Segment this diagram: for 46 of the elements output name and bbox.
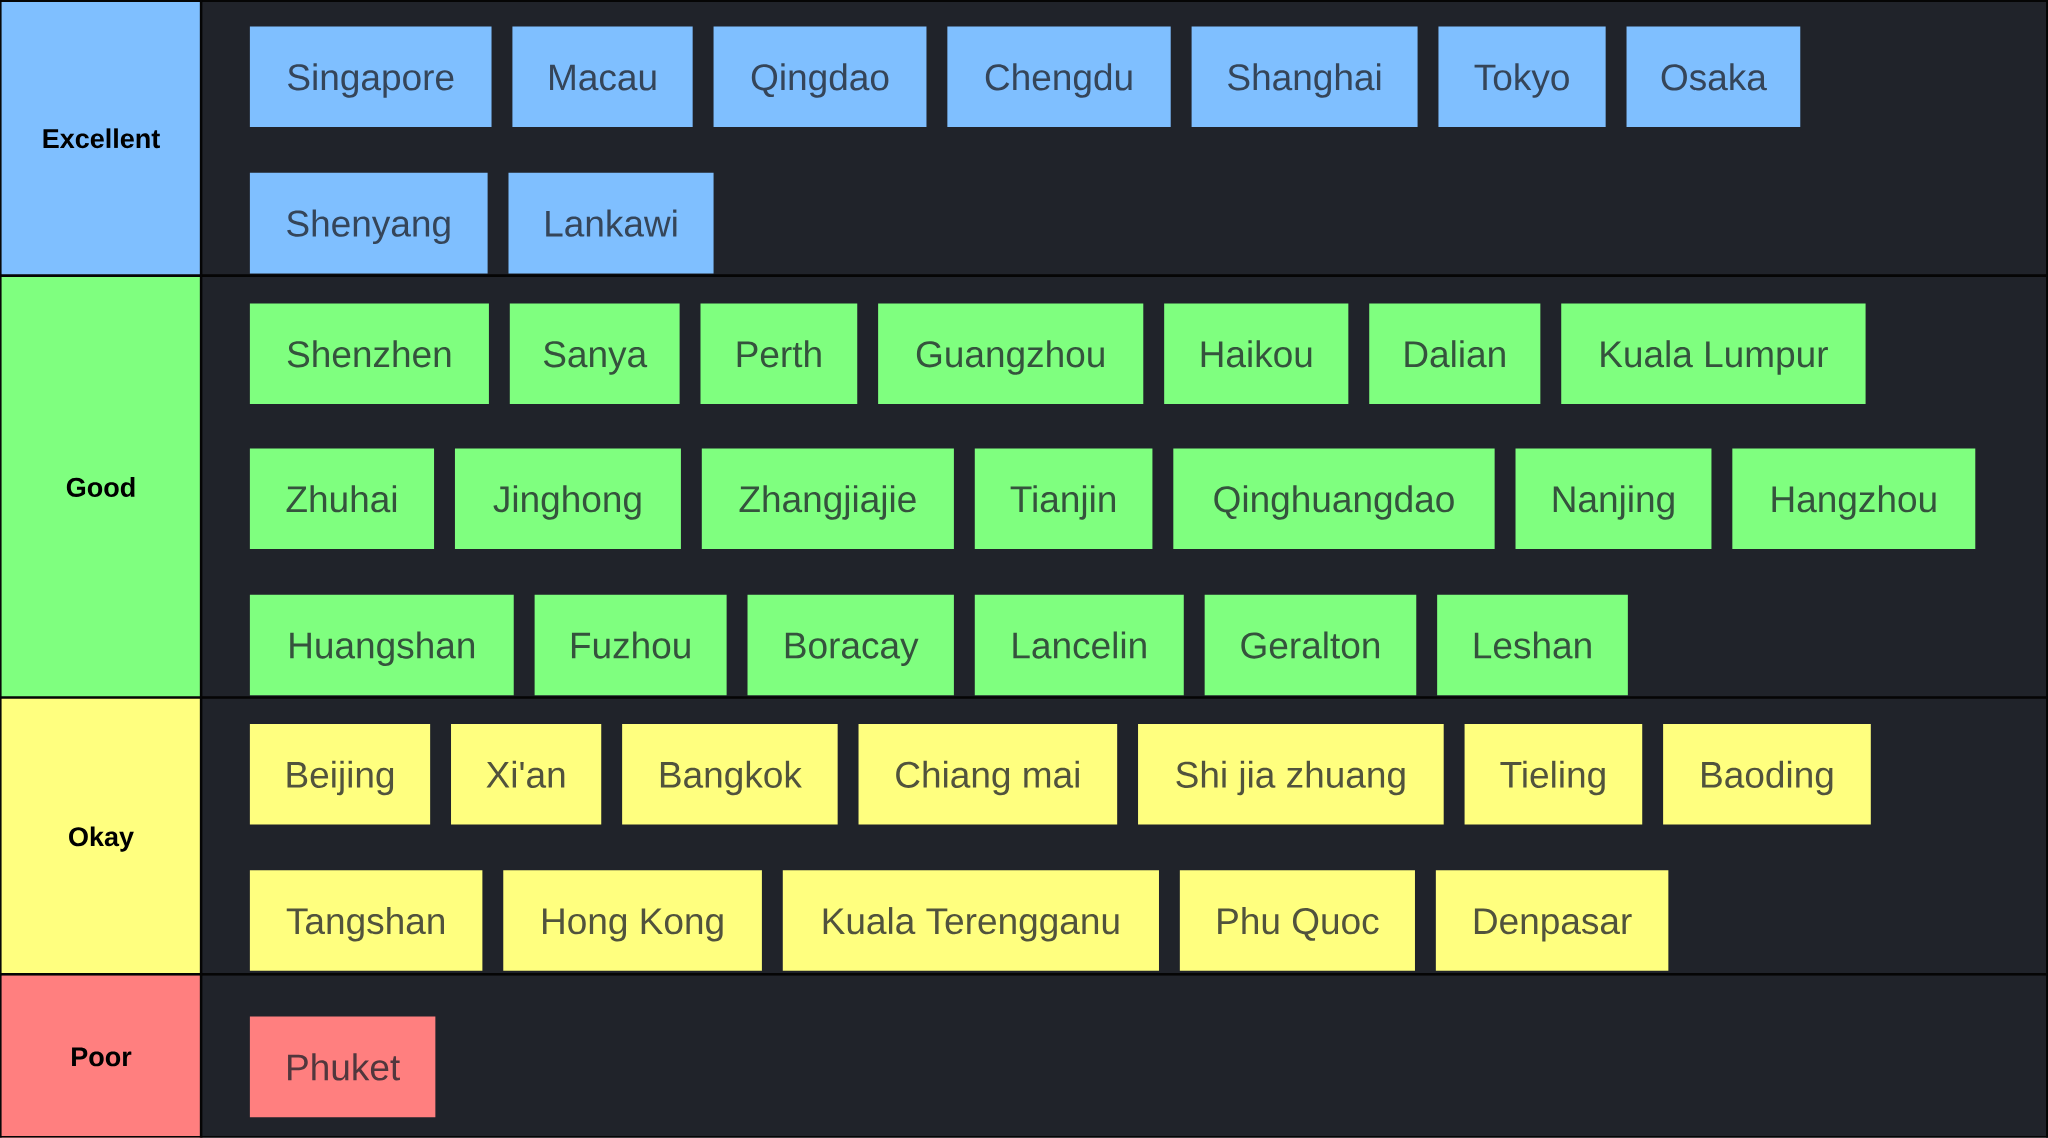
item-tile: Singapore <box>249 26 492 128</box>
item-tile: Fuzhou <box>534 594 727 696</box>
item-tile: Dalian <box>1369 303 1541 405</box>
item-tile: Beijing <box>249 724 431 825</box>
item-tile: Qingdao <box>713 26 927 128</box>
item-tile: Nanjing <box>1515 448 1712 550</box>
item-tile: Leshan <box>1437 594 1628 696</box>
item-tile: Perth <box>700 303 858 405</box>
item-tile: Shenzhen <box>249 303 489 405</box>
item-tile: Tokyo <box>1438 26 1606 128</box>
item-tile: Kuala Lumpur <box>1561 303 1866 405</box>
item-tile: Geralton <box>1204 594 1417 696</box>
item-tile: Tianjin <box>974 448 1153 550</box>
item-tile: Bangkok <box>622 724 838 825</box>
item-tile: Zhangjiajie <box>701 448 954 550</box>
node-label: Okay <box>69 826 134 852</box>
item-tile: Jinghong <box>454 448 681 550</box>
item-tile: Shenyang <box>249 173 488 274</box>
item-tile: Macau <box>512 26 693 128</box>
item-tile: Xi'an <box>451 724 602 825</box>
item-tile: Phuket <box>249 1016 436 1118</box>
item-tile: Baoding <box>1663 724 1871 825</box>
item-tile: Qinghuangdao <box>1173 448 1495 550</box>
item-tile: Lankawi <box>508 173 714 274</box>
item-tile: Haikou <box>1164 303 1349 405</box>
item-tile: Shanghai <box>1191 26 1418 128</box>
item-tile: Chiang mai <box>858 724 1118 825</box>
node-label: Excellent <box>43 128 160 149</box>
item-tile: Denpasar <box>1435 870 1669 972</box>
item-tile: Phu Quoc <box>1179 870 1415 972</box>
item-tile: Shi jia zhuang <box>1138 724 1444 825</box>
item-tile: Huangshan <box>249 594 514 696</box>
item-tile: Guangzhou <box>878 303 1144 405</box>
item-tile: Zhuhai <box>249 448 435 550</box>
item-tile: Osaka <box>1626 26 1801 128</box>
node-label: Poor <box>72 1047 132 1067</box>
item-tile: Boracay <box>747 594 954 696</box>
item-tile: Hangzhou <box>1732 448 1976 550</box>
item-tile: Tieling <box>1464 724 1643 825</box>
item-tile: Sanya <box>509 303 680 405</box>
item-tile: Chengdu <box>947 26 1171 128</box>
item-tile: Tangshan <box>249 870 483 972</box>
item-tile: Kuala Terengganu <box>782 870 1159 972</box>
node-label: Good <box>66 477 135 498</box>
item-tile: Lancelin <box>974 594 1184 696</box>
item-tile: Hong Kong <box>503 870 762 972</box>
